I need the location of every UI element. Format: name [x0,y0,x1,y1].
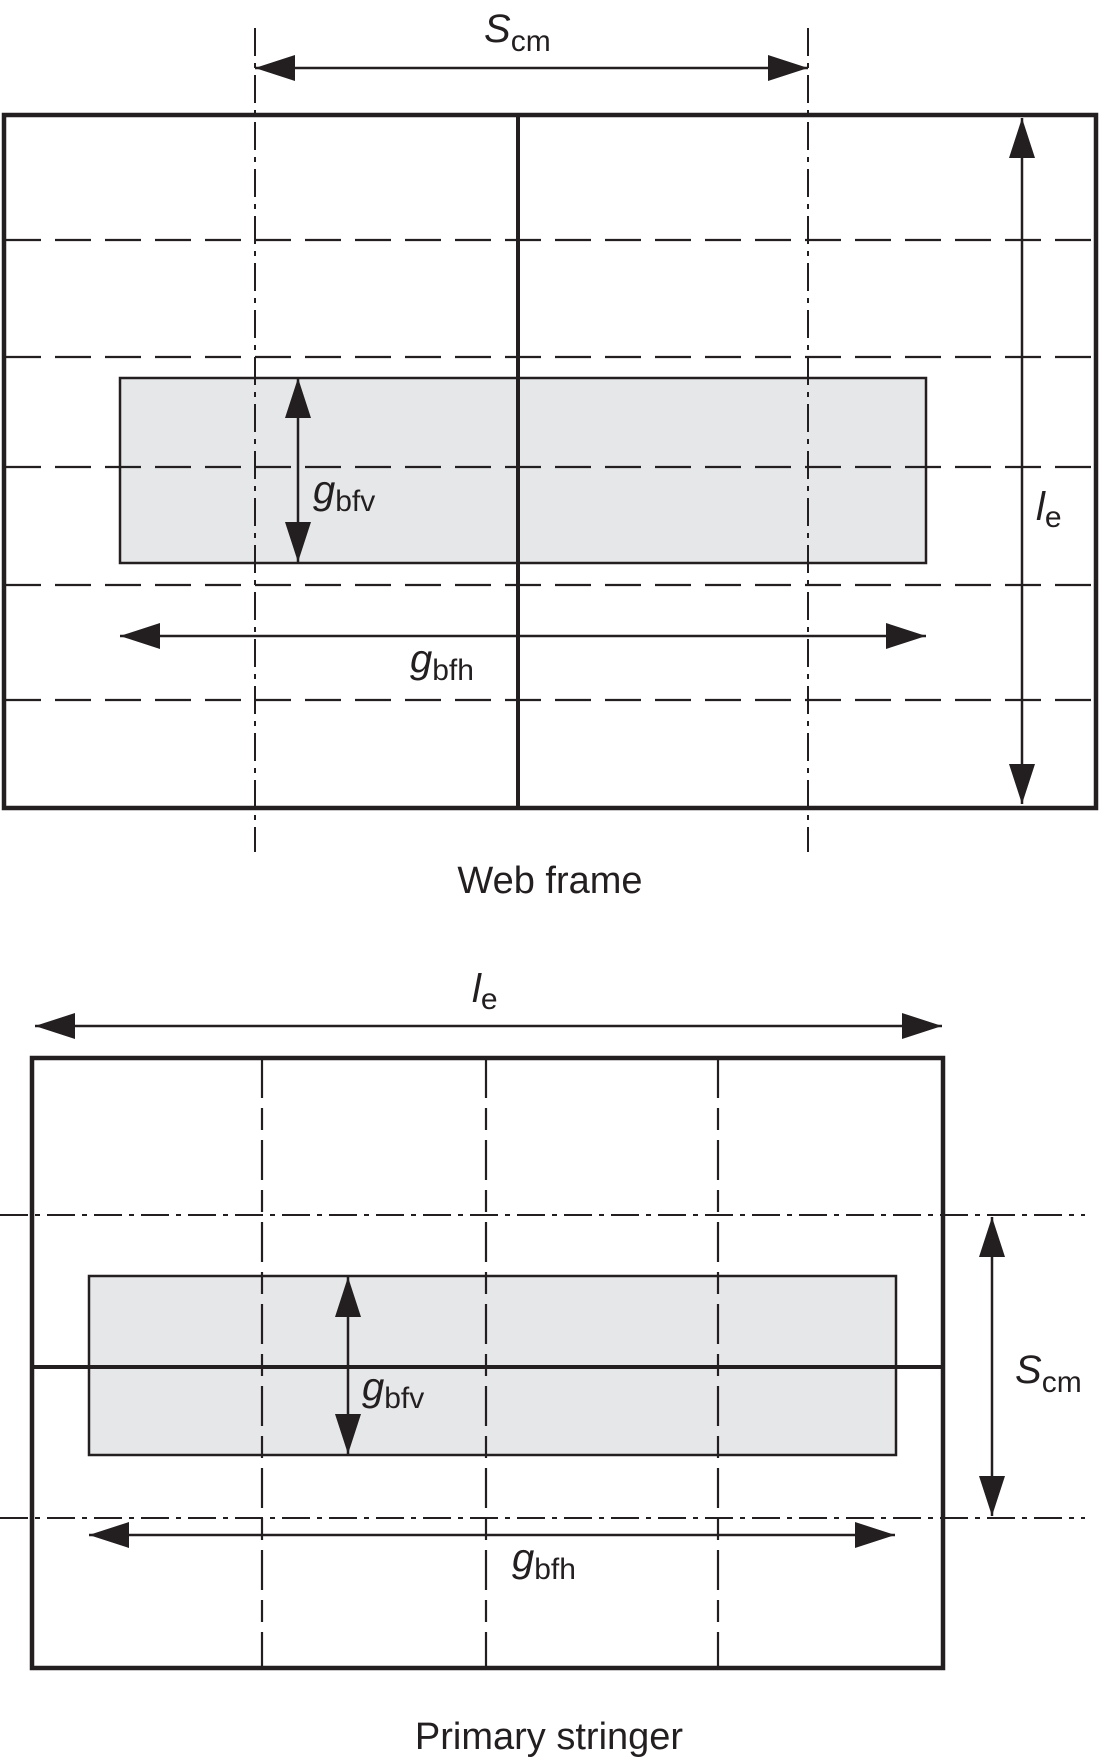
web-frame-outline [1,112,1099,811]
web-frame-caption: Web frame [457,860,642,902]
web-frame-gbfv-label: gbfv [313,468,375,518]
web-frame-center-lines [254,28,809,852]
web-frame-shaded-region [118,376,928,565]
stringer-gbfh-label: gbfh [512,1536,576,1586]
web-frame-panel: Scm le gbfv gbfh Web frame [1,7,1099,902]
web-frame-scm-label: Scm [484,7,551,58]
stringer-le-label: le [472,967,498,1016]
stringer-scm-label: Scm [1015,1348,1082,1399]
stringer-frame-lines [260,1058,720,1668]
stringer-gbfv-label: gbfv [362,1365,424,1415]
primary-stringer-panel: le Scm gbfv gbfh Primary stringer [0,967,1085,1758]
stringer-center-lines [0,1214,1085,1519]
stringer-outline [29,1055,946,1671]
web-frame-le-label: le [1036,485,1062,534]
web-frame-stiffener-lines [5,238,1095,702]
primary-stringer-caption: Primary stringer [415,1716,683,1758]
web-frame-gbfh-label: gbfh [410,637,474,687]
